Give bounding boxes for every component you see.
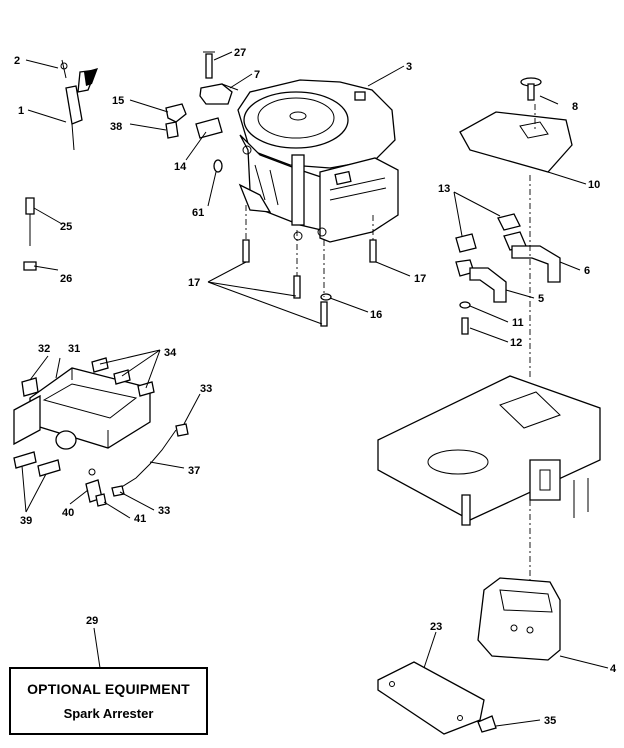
callout-17-right: 17	[414, 273, 426, 285]
callout-8: 8	[572, 101, 578, 113]
callout-7: 7	[254, 69, 260, 81]
callout-23: 23	[430, 621, 442, 633]
callout-34: 34	[164, 347, 177, 359]
callout-1: 1	[18, 105, 24, 117]
callout-11: 11	[512, 317, 524, 329]
callout-14: 14	[174, 161, 187, 173]
callout-4: 4	[610, 663, 617, 675]
engine	[237, 79, 399, 243]
callout-13: 13	[438, 183, 450, 195]
callout-labels: 2 1 27 7 3 15 38 14 61 8 10 13 6 5 11 12…	[14, 47, 617, 727]
fuel-fitting	[165, 103, 223, 173]
callout-6: 6	[584, 265, 590, 277]
ignition-coil	[199, 51, 239, 105]
callout-12: 12	[510, 337, 522, 349]
callout-33-top: 33	[200, 383, 212, 395]
callout-16: 16	[370, 309, 382, 321]
callout-61: 61	[192, 207, 204, 219]
spark-plug-wire	[23, 197, 37, 271]
callout-37: 37	[188, 465, 200, 477]
callout-17-left: 17	[188, 277, 200, 289]
callout-41: 41	[134, 513, 146, 525]
callout-26: 26	[60, 273, 72, 285]
callout-33-bottom: 33	[158, 505, 170, 517]
callout-3: 3	[406, 61, 412, 73]
shield-plate	[459, 77, 573, 173]
callout-15: 15	[112, 95, 124, 107]
callout-35: 35	[544, 715, 556, 727]
callout-39: 39	[20, 515, 32, 527]
callout-31: 31	[68, 343, 80, 355]
callout-29: 29	[86, 615, 98, 627]
callout-5: 5	[538, 293, 544, 305]
optional-equipment-box: OPTIONAL EQUIPMENT Spark Arrester	[9, 667, 208, 735]
spark-arrester-label: Spark Arrester	[63, 706, 154, 721]
battery-assembly	[13, 357, 189, 507]
callout-2: 2	[14, 55, 20, 67]
callout-10: 10	[588, 179, 600, 191]
callout-38: 38	[110, 121, 122, 133]
leader-lines	[21, 51, 609, 727]
callout-40: 40	[62, 507, 74, 519]
engine-bolts	[242, 205, 377, 327]
exhaust-pipes	[455, 104, 561, 380]
callout-32: 32	[38, 343, 50, 355]
throttle-control	[60, 59, 98, 151]
optional-equipment-title: OPTIONAL EQUIPMENT	[27, 681, 190, 697]
chassis-frame	[377, 375, 601, 580]
callout-25: 25	[60, 221, 72, 233]
callout-27: 27	[234, 47, 246, 59]
muffler	[377, 577, 561, 735]
